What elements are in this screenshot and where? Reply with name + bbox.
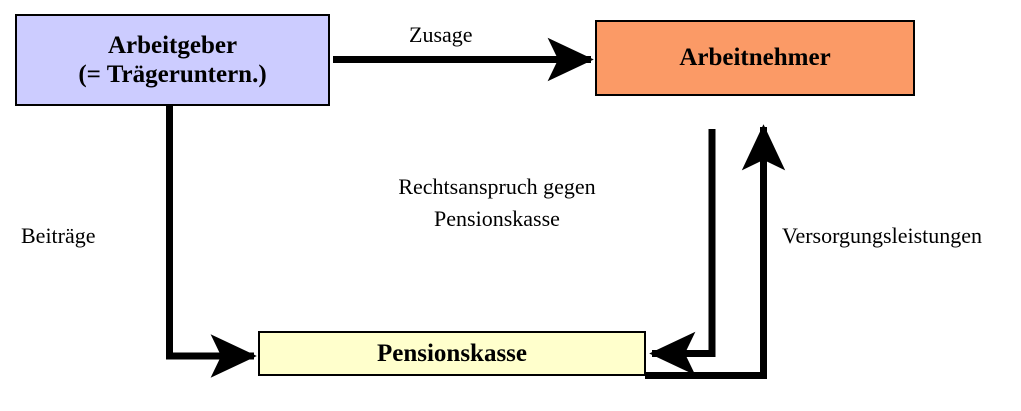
edge-rechtsanspruch	[649, 129, 716, 376]
edge-beitraege	[166, 106, 257, 378]
edge-label-zusage: Zusage	[409, 22, 473, 47]
edge-label-rechtsanspruch-line1: Rechtsanspruch gegen	[398, 174, 596, 199]
edge-label-rechtsanspruch: Rechtsanspruch gegen Pensionskasse	[374, 171, 620, 235]
edge-label-versorgungsleistungen: Versorgungsleistungen	[782, 223, 983, 248]
edge-label-beitraege: Beiträge	[21, 223, 96, 248]
edge-versorgungsleistungen	[645, 124, 786, 379]
node-arbeitnehmer[interactable]: Arbeitnehmer	[595, 20, 915, 96]
node-pensionskasse[interactable]: Pensionskasse	[258, 331, 646, 376]
node-arbeitgeber[interactable]: Arbeitgeber (= Trägeruntern.)	[15, 14, 330, 106]
edge-label-rechtsanspruch-line2: Pensionskasse	[434, 205, 560, 231]
